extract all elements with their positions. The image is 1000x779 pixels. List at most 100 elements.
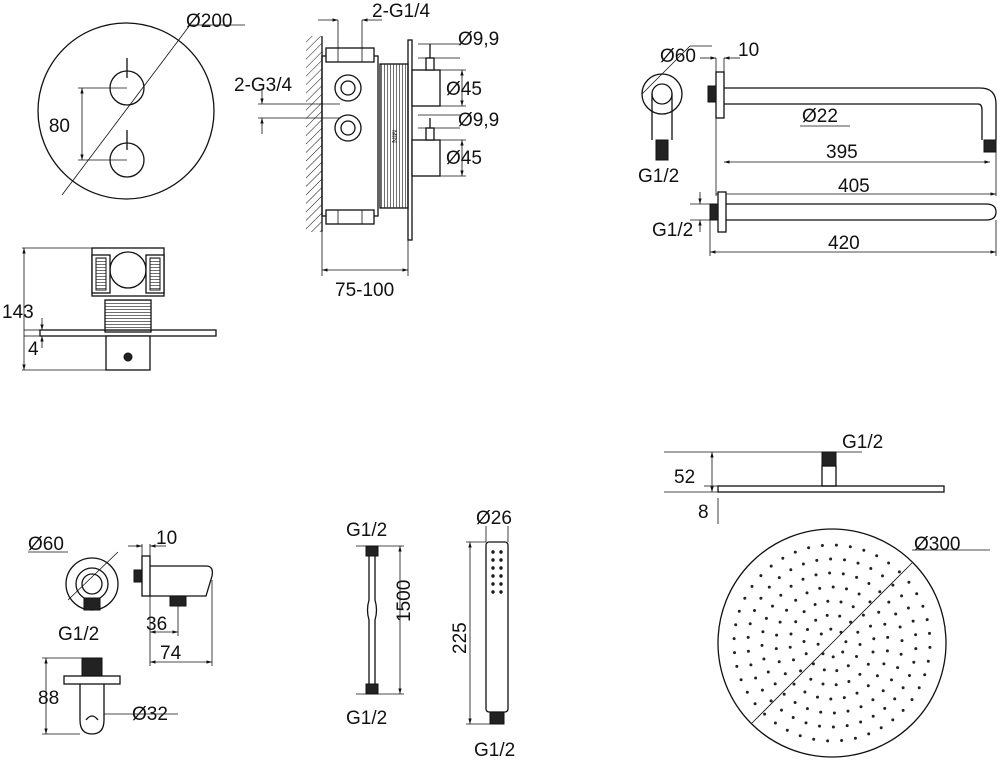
arm-wall-flange [715,71,725,119]
nozzle-dot [737,609,741,613]
body-handle-bottom [411,139,441,177]
nozzle-dot [847,680,851,683]
nozzle-dot [822,668,826,672]
nozzle-dot [759,596,763,600]
nozzle-dot [814,618,818,622]
nozzle-dot [853,736,857,740]
nozzle-dot [911,619,915,623]
arm-thread-top-label: G1/2 [638,166,679,187]
nozzle-dot [917,686,921,690]
nozzle-dot [845,587,848,591]
head-thread-label: G1/2 [842,432,883,453]
nozzle-dot [789,584,793,588]
nozzle-dot [862,548,866,552]
arm2-thread-label: G1/2 [652,220,693,241]
nozzle-dot [877,610,881,614]
nozzle-dot [842,696,846,700]
nozzle-dot [881,574,884,578]
nozzle-dot [859,705,863,709]
nozzle-dot [793,550,797,554]
nozzle-dot [803,690,807,694]
nozzle-dot [743,596,747,600]
mixer-plate-outline [37,22,215,200]
hand-thread-label: G1/2 [474,740,515,761]
shower-head-side-view: G1/2 52 8 [664,432,945,524]
nozzle-dot [914,633,918,637]
nozzle-dot [855,575,859,579]
nozzle-dot [855,655,858,658]
nozzle-dot [891,718,895,722]
nozzle-dot [826,599,830,603]
nozzle-dot [746,649,750,653]
nozzle-dot [928,645,932,649]
nozzle-dot [798,734,802,738]
nozzle-dot [806,628,809,631]
nozzle-dot [754,676,758,680]
nozzle-dot [825,613,829,617]
nozzle-dot [821,682,825,686]
arm-rosette-label: Ø60 [660,46,696,67]
holder-body [79,684,105,735]
nozzle-dot [764,616,768,620]
nozzle-dot [869,624,872,628]
nozzle-dot [778,620,782,624]
body-outlet-thread-label: 2-G1/4 [372,1,431,22]
outlet-flange-side [141,555,151,597]
head-plate-front [717,528,947,758]
concealed-body-view: MIN 2-G1/4 2-G3/4 Ø9,9 Ø45 Ø9,9 Ø45 7 [234,1,499,301]
nozzle-dot [775,633,779,637]
nozzle-dot [910,698,914,702]
nozzle-dot [779,593,783,597]
nozzle-dot [766,670,770,674]
nozzle-dot [818,586,822,590]
nozzle-dot [843,558,846,562]
nozzle-dot [799,669,803,673]
nozzle-dot [804,652,808,656]
wall-hatch [306,36,322,232]
nozzle-dot [846,709,850,713]
nozzle-dot [878,590,882,594]
arm-tube [724,87,997,140]
nozzle-dot [802,640,806,643]
nozzle-dot [785,608,789,612]
nozzle-dot [734,623,738,627]
nozzle-dot [774,647,778,651]
nozzle-dot [777,660,781,664]
nozzle-dot [807,546,811,550]
nozzle-dot [769,699,773,703]
nozzle-dot [849,620,853,624]
nozzle-dot [923,673,927,677]
nozzle-dot [915,592,919,596]
outlet-body-side [150,565,214,597]
head-connector [821,465,837,487]
nozzle-dot [907,580,911,584]
holder-wall-plate [63,675,121,685]
nozzle-dot [898,625,902,629]
body-handle-1-label: Ø45 [446,79,482,100]
nozzle-dot [801,562,805,566]
nozzle-dot [815,558,819,562]
nozzle-dot [869,567,873,570]
body-housing [321,55,379,217]
nozzle-dot [856,630,860,634]
nozzle-dot [908,674,911,677]
straight-arm-view: G1/2 420 [652,191,997,256]
nozzle-dot [753,609,756,612]
nozzle-dot [762,657,766,661]
nozzle-dot [891,583,895,587]
nozzle-dot [813,603,817,606]
nozzle-dot [883,706,887,710]
mixer-diameter-label: Ø200 [186,11,232,32]
nozzle-dot [925,618,929,622]
nozzle-dot [896,666,900,670]
arm-rosette-front [641,73,683,115]
nozzle-dot [835,669,839,673]
hand-length-label: 225 [450,622,471,654]
nozzle-dot [900,594,904,598]
nozzle-dot [848,545,852,549]
nozzle-dot [900,639,904,643]
nozzle-dot [890,678,893,682]
nozzle-dot [767,585,771,589]
hose-thread-bottom-label: G1/2 [346,708,387,729]
nozzle-dot [875,674,879,678]
